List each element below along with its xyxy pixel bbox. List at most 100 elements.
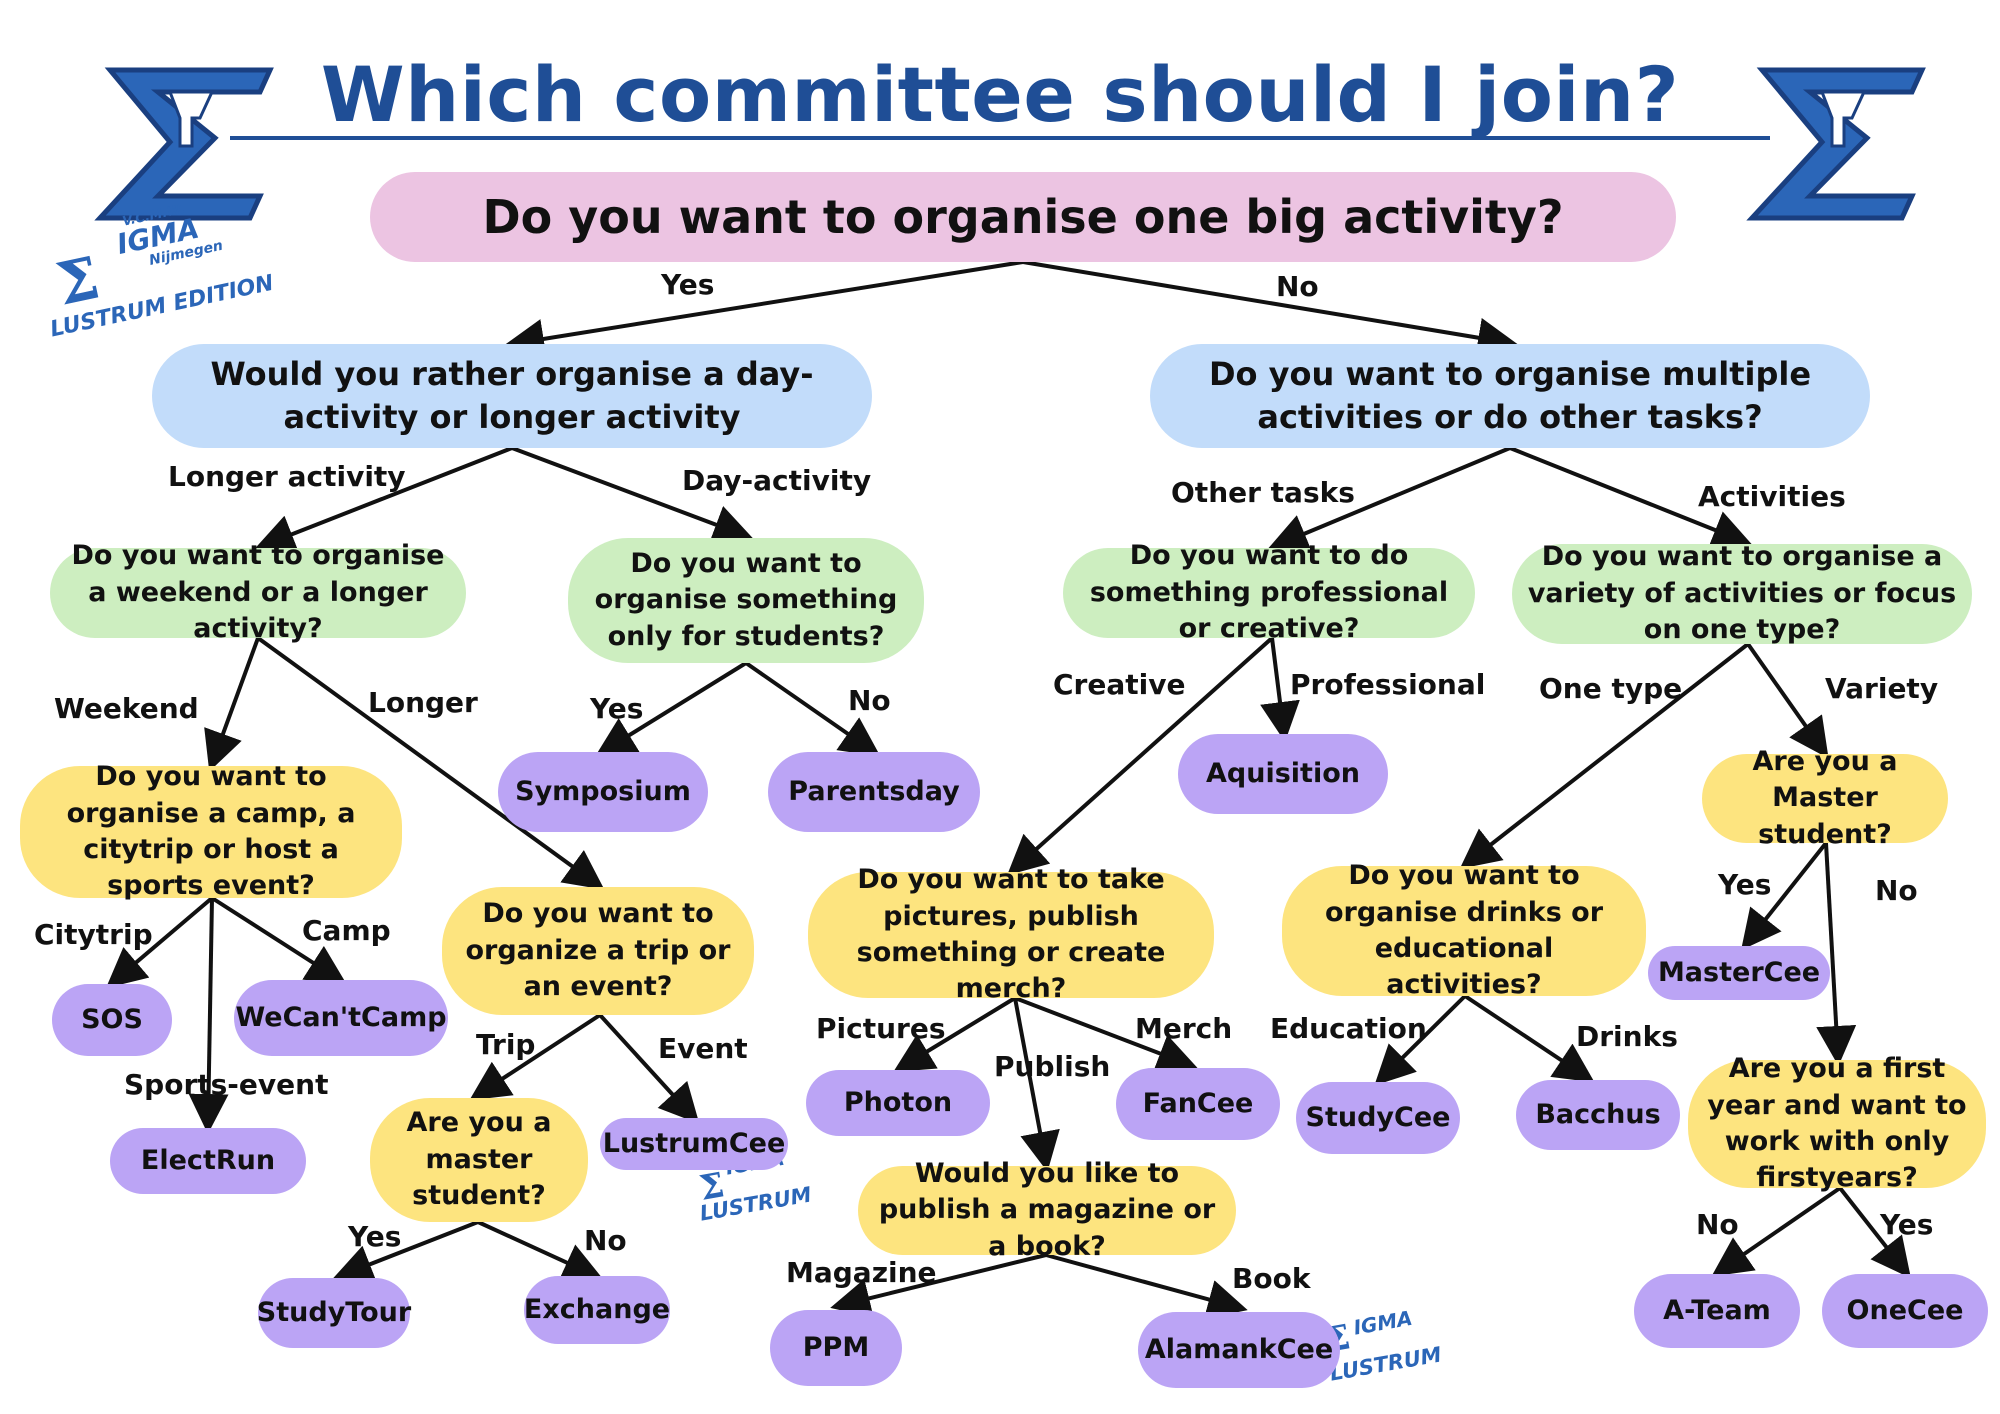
- committee-mastercee: MasterCee: [1648, 946, 1830, 1000]
- committee-aquisition: Aquisition: [1178, 734, 1388, 814]
- edge-activities: [1509, 446, 1753, 549]
- label-pictures: Pictures: [816, 1012, 946, 1045]
- question-day-or-longer: Would you rather organise a day-activity…: [152, 344, 872, 448]
- sigma-logo-right: [1746, 67, 1926, 221]
- question-drinks-education: Do you want to organise drinks or educat…: [1282, 860, 1646, 1000]
- edge-magazine: [830, 1253, 1047, 1318]
- edge-students-yes: [595, 661, 748, 757]
- label-sports-event: Sports-event: [124, 1068, 329, 1101]
- edge-longer-activity: [254, 446, 513, 553]
- label-first-year-no: No: [1696, 1208, 1739, 1241]
- edge-one-type: [1459, 642, 1750, 869]
- edge-master-left-no: [477, 1220, 604, 1281]
- edge-merch: [1014, 996, 1198, 1073]
- edge-longer: [256, 636, 605, 890]
- question-only-students: Do you want to organise something only f…: [568, 538, 924, 663]
- edge-variety: [1746, 642, 1829, 759]
- committee-alamankcee: AlamankCee: [1138, 1312, 1340, 1388]
- label-first-year-yes: Yes: [1880, 1208, 1934, 1241]
- label-trip: Trip: [476, 1028, 536, 1061]
- question-trip-or-event: Do you want to organize a trip or an eve…: [442, 887, 754, 1015]
- edge-root-no: [1022, 260, 1518, 358]
- edge-students-no: [744, 661, 881, 757]
- edge-creative: [1007, 636, 1274, 876]
- label-students-yes: Yes: [590, 692, 644, 725]
- label-weekend: Weekend: [54, 692, 199, 725]
- page-title: Which committee should I join?: [320, 50, 1680, 139]
- question-weekend-or-longer: Do you want to organise a weekend or a l…: [50, 540, 466, 644]
- label-book: Book: [1232, 1262, 1311, 1295]
- question-magazine-or-book: Would you like to publish a magazine or …: [858, 1158, 1236, 1262]
- question-variety-or-one: Do you want to organise a variety of act…: [1512, 541, 1972, 645]
- label-longer-activity: Longer activity: [168, 460, 406, 493]
- question-pictures-publish-merch: Do you want to take pictures, publish so…: [808, 864, 1214, 1004]
- label-day-activity: Day-activity: [682, 464, 872, 497]
- label-creative: Creative: [1053, 668, 1186, 701]
- edge-root-yes: [504, 260, 1024, 359]
- label-root-no: No: [1276, 270, 1319, 303]
- committee-onecee: OneCee: [1822, 1274, 1988, 1348]
- edge-book: [1045, 1253, 1248, 1319]
- label-other-tasks: Other tasks: [1171, 476, 1355, 509]
- edge-master-left-yes: [332, 1220, 479, 1283]
- edge-master-right-yes: [1741, 841, 1828, 951]
- committee-wecantcamp: WeCan'tCamp: [234, 980, 448, 1056]
- label-event: Event: [658, 1032, 748, 1065]
- edge-professional: [1260, 637, 1300, 742]
- question-camp-trip-sports: Do you want to organise a camp, a citytr…: [20, 761, 402, 901]
- label-variety: Variety: [1825, 672, 1939, 705]
- edge-drinks: [1463, 994, 1595, 1083]
- committee-fancee: FanCee: [1116, 1068, 1280, 1140]
- committee-studytour: StudyTour: [257, 1278, 411, 1348]
- edge-first-year-no: [1711, 1186, 1842, 1277]
- label-one-type: One type: [1539, 672, 1683, 705]
- question-professional-creative: Do you want to do something professional…: [1063, 540, 1475, 644]
- edge-master-right-no: [1816, 842, 1857, 1066]
- committee-bacchus: Bacchus: [1516, 1080, 1680, 1150]
- label-drinks: Drinks: [1576, 1020, 1678, 1053]
- edge-education: [1374, 994, 1467, 1086]
- label-magazine: Magazine: [786, 1256, 937, 1289]
- edge-weekend: [204, 637, 260, 772]
- label-longer: Longer: [368, 686, 478, 719]
- edge-first-year-yes: [1838, 1186, 1911, 1279]
- label-master-left-no: No: [584, 1224, 627, 1257]
- committee-a-team: A-Team: [1634, 1274, 1800, 1348]
- edge-day-activity: [511, 446, 754, 544]
- edge-citytrip: [105, 896, 214, 989]
- committee-sos: SOS: [52, 984, 172, 1056]
- committee-parentsday: Parentsday: [768, 752, 980, 832]
- question-multiple-or-tasks: Do you want to organise multiple activit…: [1150, 344, 1870, 448]
- edge-publish: [1013, 997, 1060, 1172]
- committee-lustrumcee: LustrumCee: [600, 1118, 788, 1170]
- edge-event: [598, 1013, 700, 1124]
- sigma-logo-left: [94, 67, 274, 221]
- edge-trip: [469, 1013, 602, 1101]
- question-first-year: Are you a first year and want to work wi…: [1688, 1053, 1986, 1193]
- label-master-right-yes: Yes: [1718, 868, 1772, 901]
- edge-camp: [210, 896, 347, 985]
- label-education: Education: [1270, 1012, 1427, 1045]
- label-master-right-no: No: [1875, 874, 1918, 907]
- committee-studycee: StudyCee: [1296, 1082, 1460, 1154]
- edge-other-tasks: [1267, 446, 1511, 553]
- label-root-yes: Yes: [661, 268, 715, 301]
- label-students-no: No: [848, 684, 891, 717]
- question-master-student-left: Are you a master student?: [370, 1098, 588, 1222]
- label-activities: Activities: [1698, 480, 1846, 513]
- committee-exchange: Exchange: [524, 1276, 670, 1344]
- question-master-student-right: Are you a Master student?: [1702, 746, 1948, 850]
- label-publish: Publish: [994, 1050, 1111, 1083]
- edge-sports-event: [188, 897, 229, 1134]
- committee-symposium: Symposium: [498, 752, 708, 832]
- edge-pictures: [893, 996, 1017, 1073]
- committee-electrun: ElectRun: [110, 1128, 306, 1194]
- label-merch: Merch: [1135, 1012, 1233, 1045]
- committee-ppm: PPM: [770, 1310, 902, 1386]
- label-citytrip: Citytrip: [34, 918, 153, 951]
- label-professional: Professional: [1290, 668, 1486, 701]
- committee-photon: Photon: [806, 1070, 990, 1136]
- label-camp: Camp: [302, 914, 391, 947]
- root-question: Do you want to organise one big activity…: [370, 172, 1676, 262]
